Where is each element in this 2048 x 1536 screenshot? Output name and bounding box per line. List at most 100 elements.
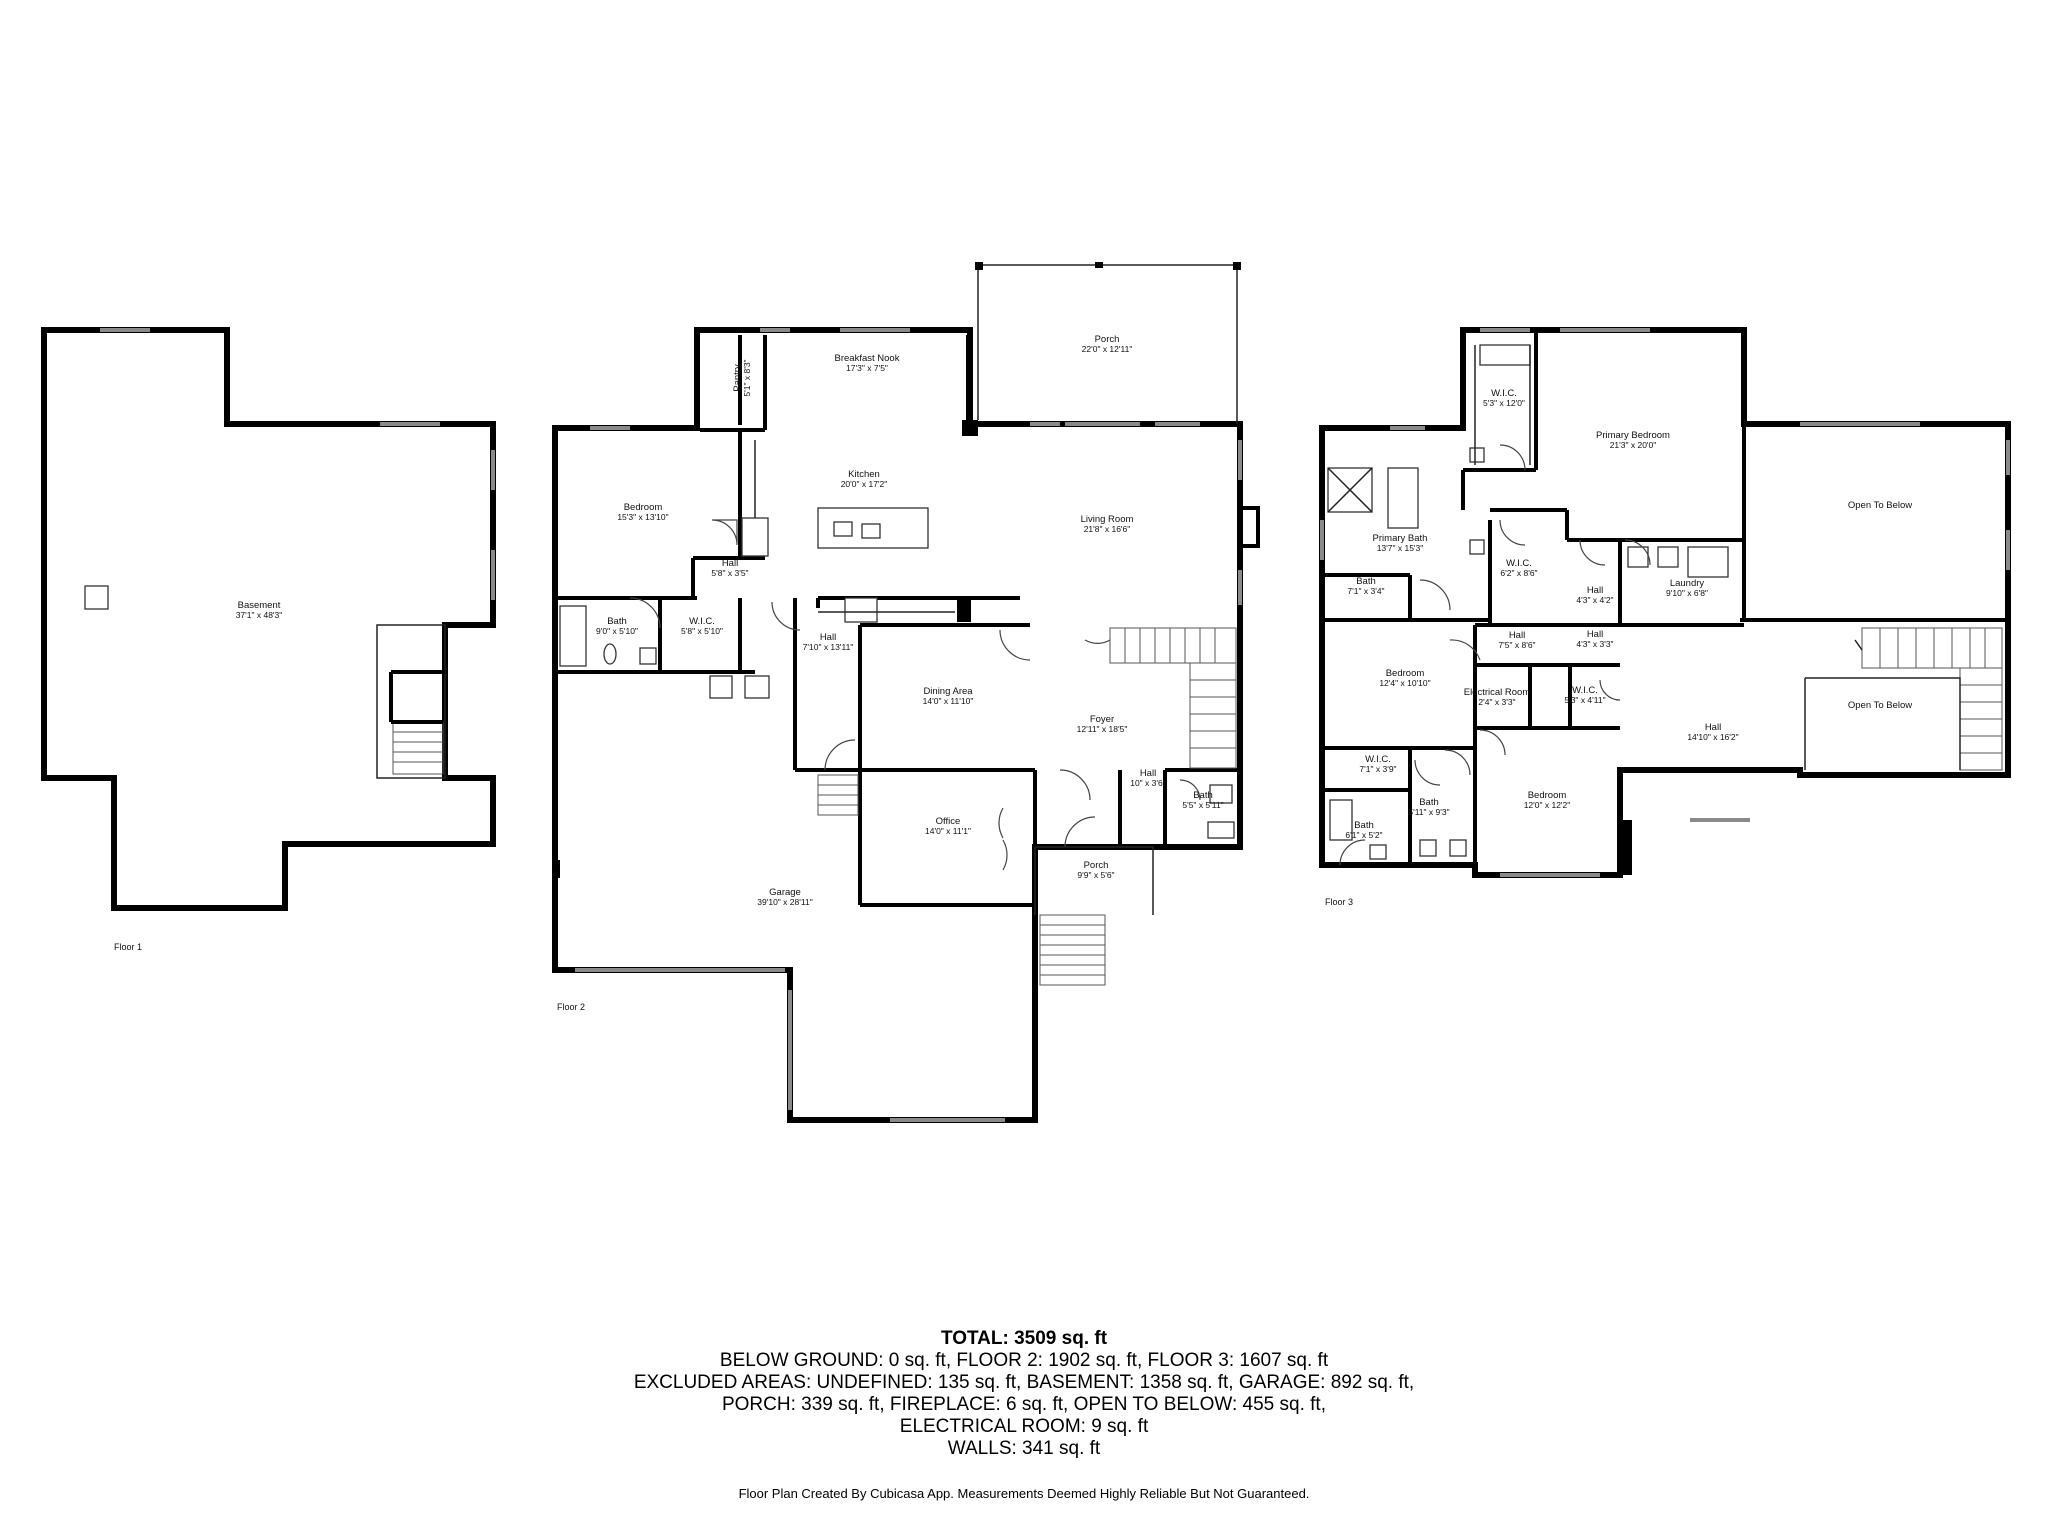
room-name: Hall (1587, 585, 1603, 596)
room-name: Bedroom (1386, 668, 1425, 679)
floor-3-exterior-walls (1319, 327, 2011, 878)
room-name: Kitchen (848, 469, 880, 480)
room-dimensions: 14'0" x 11'1" (925, 826, 971, 836)
room-name: Hall (1587, 629, 1603, 640)
room-dimensions: 5'3" x 12'0" (1483, 398, 1525, 408)
room-name: W.I.C. (1365, 754, 1391, 765)
floor-3-doors (1339, 444, 1651, 866)
tub (559, 605, 587, 667)
room-dimensions: 12'11" x 18'5" (1077, 724, 1128, 734)
room-dimensions: 14'0" x 11'10" (923, 696, 974, 706)
room-name: Bath (1193, 790, 1213, 801)
room-name: Primary Bedroom (1596, 430, 1670, 441)
room-name: Office (936, 816, 961, 827)
room-name: Basement (238, 600, 281, 611)
room-name: Primary Bath (1373, 533, 1428, 544)
summary-line: WALLS: 341 sq. ft (947, 1438, 1101, 1459)
room-name: Garage (769, 887, 801, 898)
room-dimensions: 9'9" x 5'6" (1077, 870, 1114, 880)
kitchen-range (844, 597, 878, 623)
room-label-f3-open-a: Open To Below (1848, 500, 1912, 511)
room-dimensions: 7'5" x 8'6" (1498, 640, 1535, 650)
floor-2-exterior-walls (552, 327, 1243, 1123)
floor-3-plan (1319, 327, 2011, 878)
summary-line: PORCH: 339 sq. ft, FIREPLACE: 6 sq. ft, … (721, 1394, 1326, 1415)
room-name: W.I.C. (689, 616, 715, 627)
room-dimensions: 12'0" x 12'2" (1524, 800, 1571, 810)
room-dimensions: 22'0" x 12'11" (1082, 344, 1133, 354)
fireplace (1238, 506, 1260, 548)
room-dimensions: 12'4" x 10'10" (1379, 678, 1430, 688)
floor-2-plan (552, 262, 1260, 1123)
room-dimensions: 5'8" x 5'10" (681, 626, 723, 636)
room-name: Electrical Room (1464, 687, 1531, 698)
room-dimensions: 21'3" x 20'0" (1610, 440, 1657, 450)
room-dimensions: 9'10" x 6'8" (1666, 588, 1708, 598)
room-dimensions: 5'8" x 3'5" (711, 568, 748, 578)
room-dimensions: 5'5" x 5'11" (1182, 800, 1223, 810)
disclaimer: Floor Plan Created By Cubicasa App. Meas… (738, 1486, 1310, 1501)
room-label-f3-wic-c: W.I.C.5'3" x 4'11" (1564, 685, 1605, 705)
room-name: Breakfast Nook (835, 353, 900, 364)
summary-line: ELECTRICAL ROOM: 9 sq. ft (899, 1416, 1149, 1437)
room-name: W.I.C. (1506, 558, 1532, 569)
room-name: Bath (1356, 576, 1376, 587)
room-dimensions: 15'3" x 13'10" (617, 512, 668, 522)
front-porch-steps (1039, 914, 1106, 986)
room-name: Dining Area (923, 686, 973, 697)
room-name: W.I.C. (1491, 388, 1517, 399)
room-name: Laundry (1670, 578, 1705, 589)
front-porch-outline (1034, 846, 1154, 915)
room-dimensions: 10" x 3'6" (1130, 778, 1166, 788)
room-name: Hall (1509, 630, 1525, 641)
room-name: Bath (607, 616, 627, 627)
room-name: W.I.C. (1572, 685, 1598, 696)
room-dimensions: 37'1" x 48'3" (236, 610, 283, 620)
floor-3-interior-walls (1322, 330, 2008, 865)
floor-label: Floor 2 (557, 1002, 585, 1012)
room-dimensions: 14'10" x 16'2" (1687, 732, 1738, 742)
summary-line: BELOW GROUND: 0 sq. ft, FLOOR 2: 1902 sq… (719, 1350, 1329, 1371)
room-dimensions: 5'3" x 4'11" (1564, 695, 1605, 705)
room-name: Bedroom (624, 502, 663, 513)
room-dimensions: 4'3" x 3'3" (1576, 639, 1613, 649)
room-dimensions: 2'4" x 3'3" (1478, 697, 1515, 707)
room-dimensions: 13'7" x 15'3" (1377, 543, 1424, 553)
room-name: Pantry (732, 364, 743, 392)
room-dimensions: 5'1" x 8'3" (742, 359, 752, 396)
room-name: Hall (1140, 768, 1156, 779)
room-dimensions: 7'1" x 3'4" (1347, 586, 1384, 596)
floor-1-plan (41, 327, 496, 911)
room-dimensions: 4'3" x 4'2" (1576, 595, 1613, 605)
room-dimensions: 9'0" x 5'10" (596, 626, 638, 636)
room-name: Open To Below (1848, 700, 1912, 711)
room-name: Bath (1354, 820, 1374, 831)
room-name: Porch (1084, 860, 1109, 871)
room-name: Hall (820, 632, 836, 643)
room-name: Foyer (1090, 714, 1114, 725)
primary-tub (1387, 467, 1419, 529)
room-dimensions: 17'3" x 7'5" (846, 363, 888, 373)
